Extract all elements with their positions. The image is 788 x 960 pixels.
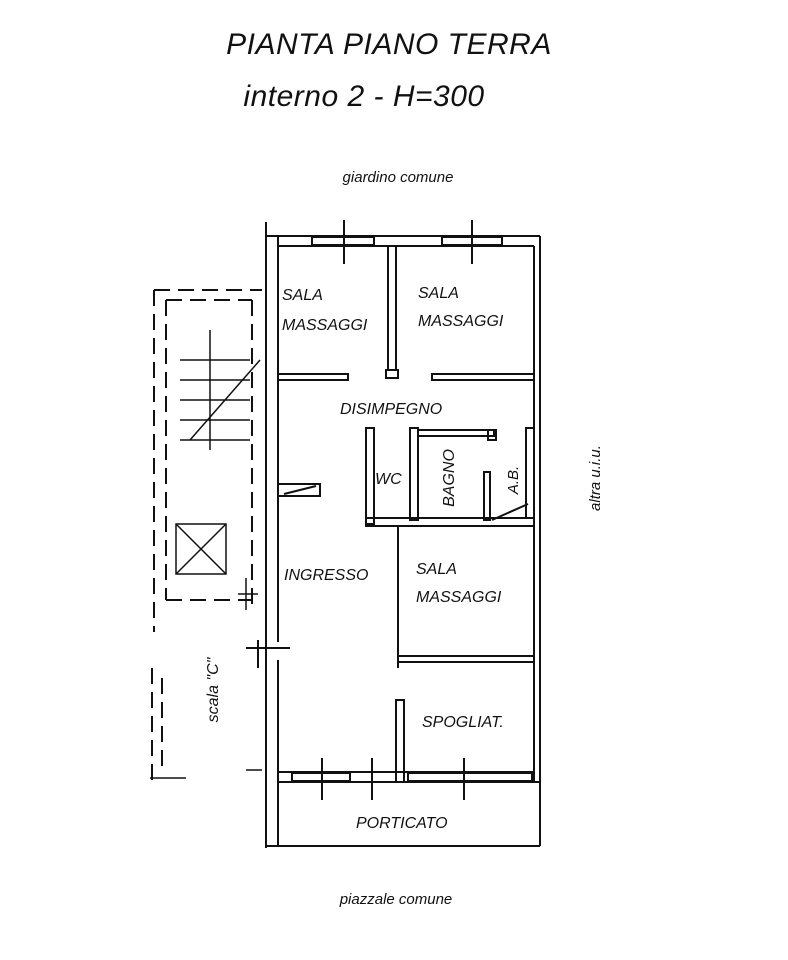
plan-subtitle: interno 2 - H=300 <box>243 80 485 113</box>
bottom-windows <box>291 758 533 800</box>
right-label: altra u.i.u. <box>587 445 604 511</box>
room-sala-1-line2: MASSAGGI <box>282 317 368 334</box>
room-disimpegno: DISIMPEGNO <box>340 401 442 418</box>
room-ab: A.B. <box>505 466 522 495</box>
stair-c <box>151 289 262 780</box>
room-spogliat: SPOGLIAT. <box>422 714 504 731</box>
room-sala-3-line2: MASSAGGI <box>416 589 502 606</box>
stair-steps <box>150 330 262 779</box>
room-bagno: BAGNO <box>441 449 458 507</box>
entrance <box>246 640 290 668</box>
room-sala-2-line1: SALA <box>418 285 459 302</box>
top-label: giardino comune <box>343 169 454 186</box>
room-porticato: PORTICATO <box>356 815 448 832</box>
room-ingresso: INGRESSO <box>284 567 368 584</box>
top-windows <box>311 220 503 264</box>
bottom-label: piazzale comune <box>339 891 453 908</box>
room-sala-2-line2: MASSAGGI <box>418 313 504 330</box>
room-wc: WC <box>375 471 402 488</box>
stair-label: scala "C" <box>205 656 222 722</box>
interior-walls <box>277 246 535 783</box>
plan-title: PIANTA PIANO TERRA <box>226 28 552 61</box>
room-sala-1-line1: SALA <box>282 287 323 304</box>
room-sala-3-line1: SALA <box>416 561 457 578</box>
